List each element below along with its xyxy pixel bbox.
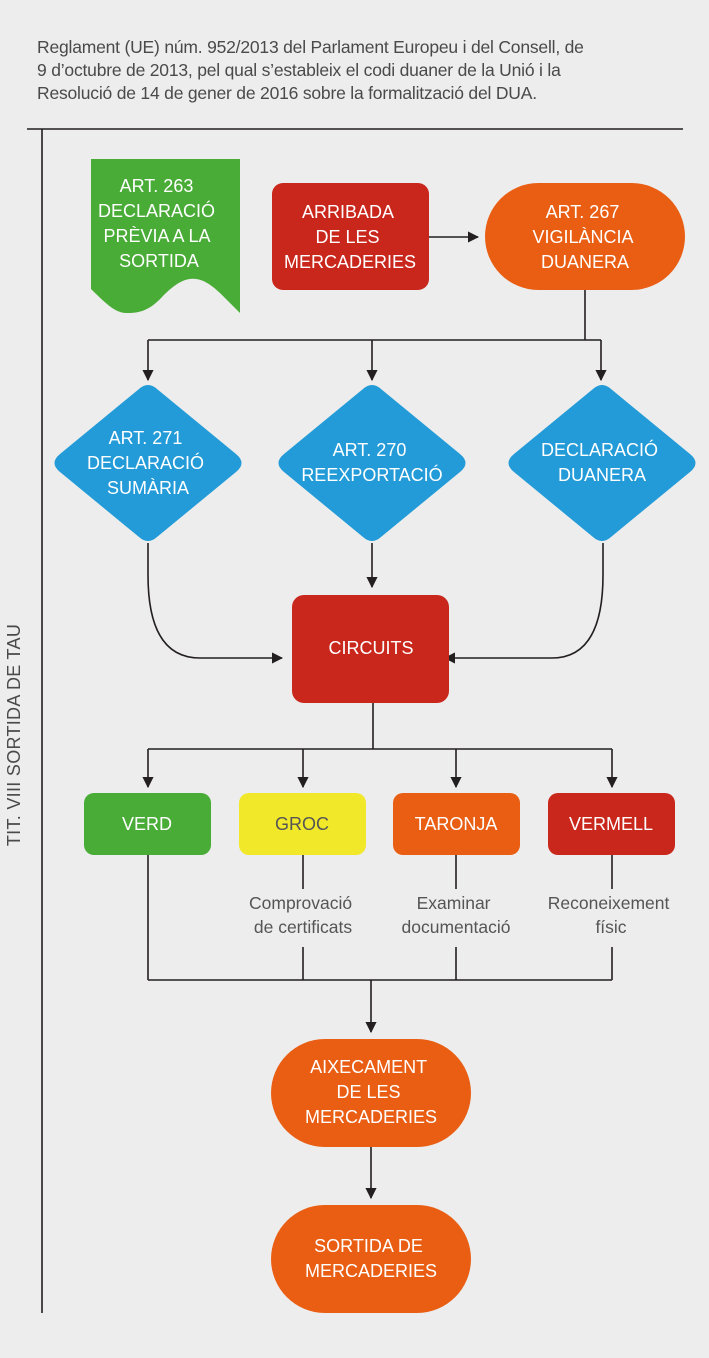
node-aixecament: AIXECAMENT DE LES MERCADERIES <box>271 1039 471 1147</box>
node-art267: ART. 267 VIGILÀNCIA DUANERA <box>485 183 685 290</box>
node-text-line: MERCADERIES <box>305 1261 437 1281</box>
node-text-line: DE LES <box>336 1082 400 1102</box>
node-text-line: MERCADERIES <box>284 252 416 272</box>
rounded-rect-shape <box>84 793 211 855</box>
node-text-line: DUANERA <box>541 252 629 272</box>
node-verd: VERD <box>84 793 211 855</box>
node-text-line: ART. 271 <box>109 428 183 448</box>
node-text-line: SUMÀRIA <box>107 478 189 498</box>
node-text-line: DECLARACIÓ <box>87 452 204 473</box>
intro-line: 9 d’octubre de 2013, pel qual s’establei… <box>37 60 561 80</box>
diamond-shape <box>54 385 242 541</box>
edge-declaracio-circuits <box>443 543 604 664</box>
node-text-line: ARRIBADA <box>302 202 394 222</box>
node-vermell: VERMELL <box>548 793 675 855</box>
intro-line: Reglament (UE) núm. 952/2013 del Parlame… <box>37 37 584 57</box>
node-art263: ART. 263 DECLARACIÓ PRÈVIA A LA SORTIDA <box>91 159 240 313</box>
node-text-line: ART. 270 <box>333 440 407 460</box>
node-art270: ART. 270 REEXPORTACIÓ <box>278 385 466 541</box>
node-text-line: MERCADERIES <box>305 1107 437 1127</box>
node-sortida: SORTIDA DE MERCADERIES <box>271 1205 471 1313</box>
node-circuits: CIRCUITS <box>292 595 449 703</box>
node-text-line: DUANERA <box>558 465 646 485</box>
node-text-line: ART. 263 <box>120 176 194 196</box>
node-text-line: DECLARACIÓ <box>541 439 658 460</box>
note-line: de certificats <box>254 917 352 937</box>
node-arribada: ARRIBADA DE LES MERCADERIES <box>272 183 429 290</box>
node-text-line: ART. 267 <box>546 202 620 222</box>
svg-text:ART. 263 DECLARACIÓ: ART. 263 DECLARACIÓ PRÈVIA A LA SORTIDA <box>98 176 220 271</box>
node-text-line: CIRCUITS <box>329 638 414 658</box>
svg-text:SORTIDA DE MERCADERIES: SORTIDA DE MERCADERIES <box>305 1236 437 1281</box>
note-line: Comprovació <box>249 893 352 913</box>
diamond-shape <box>508 385 696 541</box>
node-text-line: VERD <box>122 814 172 834</box>
svg-text:TARONJA: TARONJA <box>415 814 498 834</box>
node-taronja: TARONJA <box>393 793 520 855</box>
diamond-shape <box>278 385 466 541</box>
rounded-rect-shape <box>272 183 429 290</box>
node-text-line: VERMELL <box>569 814 653 834</box>
svg-text:ARRIBADA DE LES ME: ARRIBADA DE LES MERCADERIES <box>284 202 416 272</box>
node-declaracio-duanera: DECLARACIÓ DUANERA <box>508 385 696 541</box>
node-text-line: VIGILÀNCIA <box>532 227 633 247</box>
node-groc: GROC <box>239 793 366 855</box>
terminal-shape <box>485 183 685 290</box>
edge-art271-circuits <box>147 543 284 664</box>
node-text-line: DECLARACIÓ <box>98 200 215 221</box>
rounded-rect-shape <box>548 793 675 855</box>
intro-line: Resolució de 14 de gener de 2016 sobre l… <box>37 83 537 103</box>
svg-text:GROC: GROC <box>275 814 329 834</box>
note-line: físic <box>595 917 626 937</box>
svg-text:DECLARACIÓ DUANERA: DECLARACIÓ DUANERA <box>541 439 663 485</box>
node-text-line: AIXECAMENT <box>310 1057 427 1077</box>
svg-text:AIXECAMENT DE LES: AIXECAMENT DE LES MERCADERIES <box>305 1057 437 1127</box>
rounded-rect-shape <box>393 793 520 855</box>
svg-text:VERMELL: VERMELL <box>569 814 653 834</box>
note-vermell: Reconeixement físic <box>548 893 674 937</box>
note-line: Reconeixement <box>548 893 670 913</box>
note-line: documentació <box>402 917 511 937</box>
document-shape <box>91 159 240 313</box>
note-line: Examinar <box>417 893 491 913</box>
rounded-rect-shape <box>292 595 449 703</box>
terminal-shape <box>271 1205 471 1313</box>
terminal-shape <box>271 1039 471 1147</box>
svg-text:ART. 270 REEXPORTACIÓ: ART. 270 REEXPORTACIÓ <box>301 440 442 485</box>
node-art271: ART. 271 DECLARACIÓ SUMÀRIA <box>54 385 242 541</box>
node-text-line: GROC <box>275 814 329 834</box>
node-text-line: DE LES <box>315 227 379 247</box>
note-taronja: Examinar documentació <box>402 893 511 937</box>
svg-text:ART. 271 DECLARACIÓ: ART. 271 DECLARACIÓ SUMÀRIA <box>87 428 209 498</box>
intro-text: Reglament (UE) núm. 952/2013 del Parlame… <box>37 36 697 105</box>
note-groc: Comprovació de certificats <box>249 893 357 937</box>
node-text-line: PRÈVIA A LA <box>103 226 210 246</box>
node-text-line: TARONJA <box>415 814 498 834</box>
svg-text:ART. 267 VIGILÀNCIA: ART. 267 VIGILÀNCIA DUANERA <box>532 202 637 272</box>
svg-text:CIRCUITS: CIRCUITS <box>329 638 414 658</box>
node-text-line: SORTIDA <box>119 251 199 271</box>
node-text-line: SORTIDA DE <box>314 1236 423 1256</box>
connectors <box>142 231 618 1200</box>
node-text-line: REEXPORTACIÓ <box>301 464 442 485</box>
rounded-rect-shape <box>239 793 366 855</box>
svg-text:VERD: VERD <box>122 814 172 834</box>
